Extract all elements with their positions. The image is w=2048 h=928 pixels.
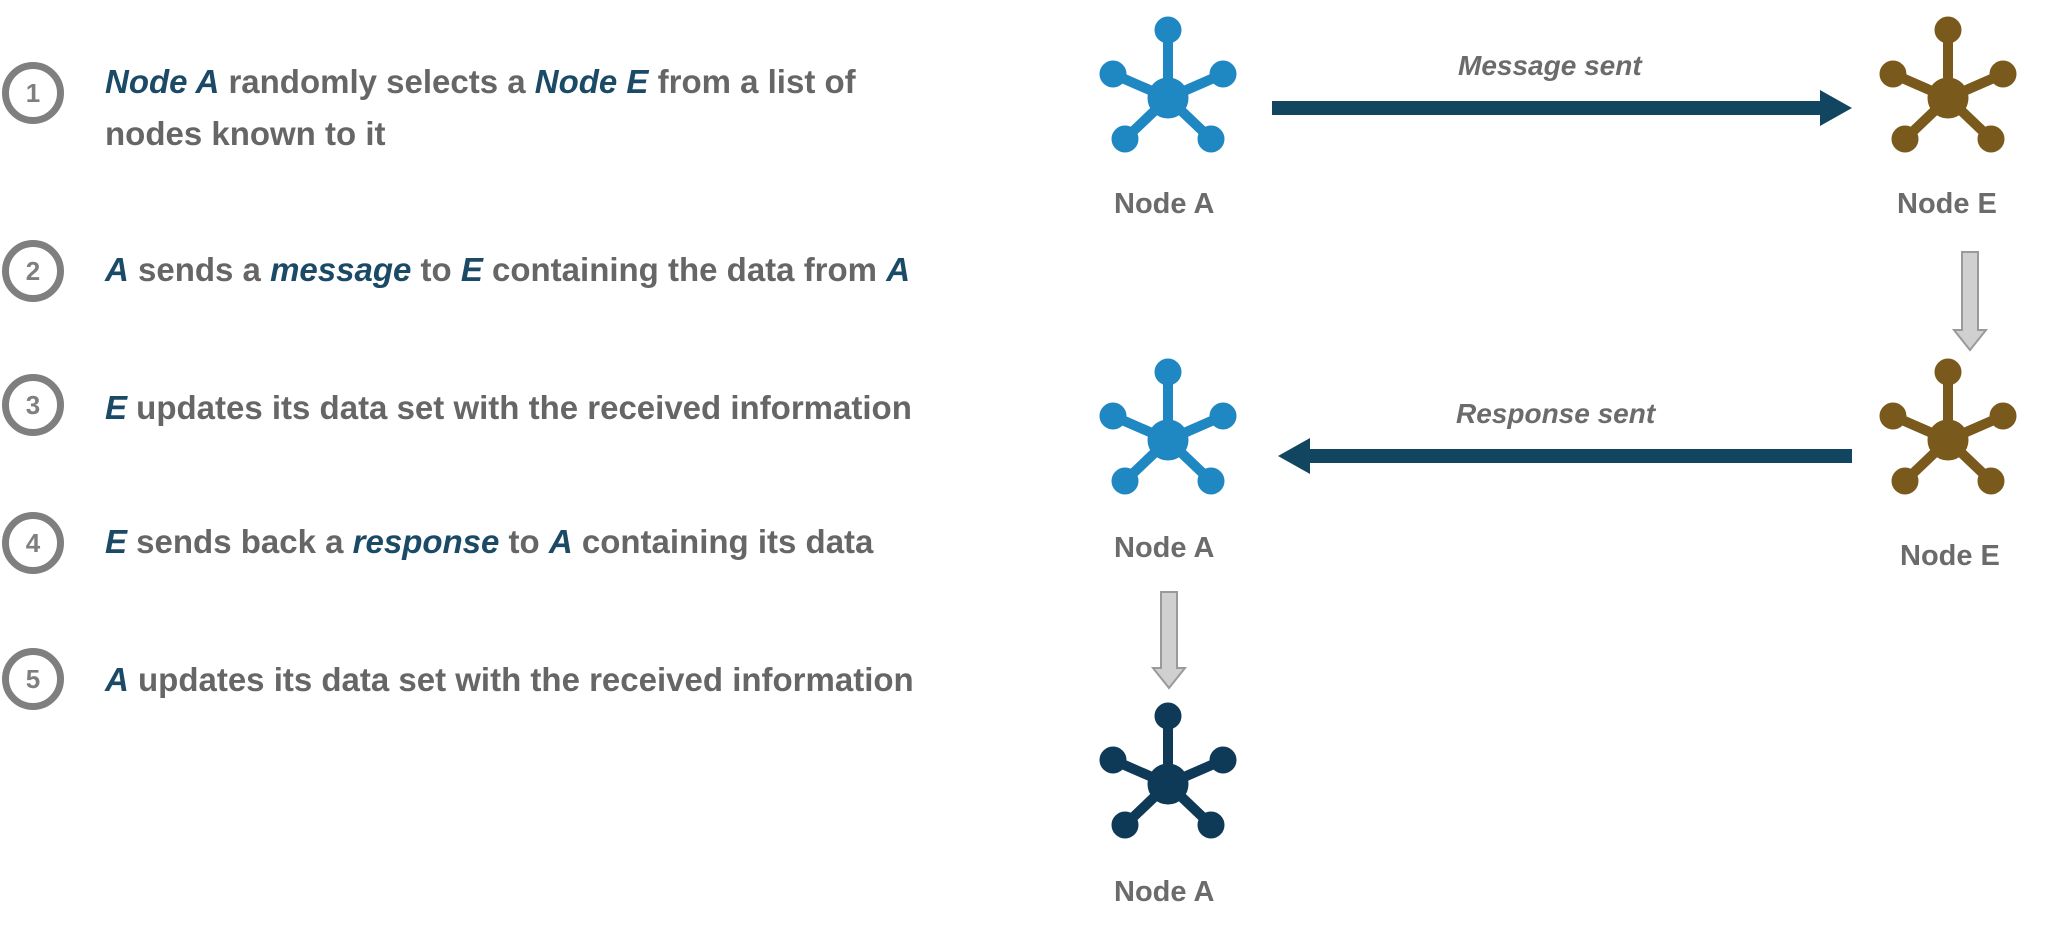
emphasized-term: E xyxy=(460,251,483,288)
node-e-top-label: Node E xyxy=(1897,188,1997,220)
step-text-segment: from a list of xyxy=(648,63,856,100)
emphasized-term: response xyxy=(352,523,500,560)
step-text-segment: to xyxy=(411,251,461,288)
step-number-badge: 3 xyxy=(2,374,64,436)
emphasized-term: E xyxy=(105,389,128,426)
step-number-badge: 5 xyxy=(2,648,64,710)
step-number-badge: 2 xyxy=(2,240,64,302)
response-arrow xyxy=(1278,438,1852,474)
node-e-middle-label: Node E xyxy=(1900,540,2000,572)
step-text-segment: sends back a xyxy=(127,523,353,560)
node-a-middle-icon xyxy=(1100,359,1236,494)
emphasized-term: A xyxy=(886,251,911,288)
step-text: A sends a message to E containing the da… xyxy=(105,244,910,296)
message-sent-label: Message sent xyxy=(1458,50,1642,81)
node-a-bottom-label: Node A xyxy=(1114,876,1215,908)
step-number-badge: 1 xyxy=(2,62,64,124)
node-a-updated-icon xyxy=(1100,703,1236,838)
emphasized-term: message xyxy=(270,251,412,288)
step-text: A updates its data set with the received… xyxy=(105,654,914,706)
update-arrow-a xyxy=(1150,591,1188,690)
node-a-middle-label: Node A xyxy=(1114,532,1215,564)
update-arrow-e xyxy=(1951,251,1989,352)
emphasized-term: Node A xyxy=(105,63,220,100)
step-text-segment: to xyxy=(499,523,549,560)
step-text-segment: containing its data xyxy=(572,523,874,560)
emphasized-term: Node E xyxy=(534,63,649,100)
message-arrow xyxy=(1272,90,1852,126)
node-e-middle-icon xyxy=(1880,359,2016,494)
response-sent-label: Response sent xyxy=(1456,398,1656,429)
node-e-top-icon xyxy=(1880,17,2016,152)
emphasized-term: A xyxy=(105,661,129,698)
step-text-segment: randomly selects a xyxy=(219,63,535,100)
node-a-top-icon xyxy=(1100,17,1236,152)
step-text: E sends back a response to A containing … xyxy=(105,516,873,568)
emphasized-term: A xyxy=(105,251,129,288)
step-text-segment: sends a xyxy=(128,251,271,288)
step-text: E updates its data set with the received… xyxy=(105,382,912,434)
step-text-segment: updates its data set with the received i… xyxy=(128,661,914,698)
step-text-segment: nodes known to it xyxy=(105,115,386,152)
step-text-segment: updates its data set with the received i… xyxy=(127,389,912,426)
node-a-top-label: Node A xyxy=(1114,188,1215,220)
step-number-badge: 4 xyxy=(2,512,64,574)
emphasized-term: E xyxy=(105,523,128,560)
step-text: Node A randomly selects a Node E from a … xyxy=(105,56,856,160)
step-text-segment: containing the data from xyxy=(482,251,887,288)
emphasized-term: A xyxy=(548,523,573,560)
